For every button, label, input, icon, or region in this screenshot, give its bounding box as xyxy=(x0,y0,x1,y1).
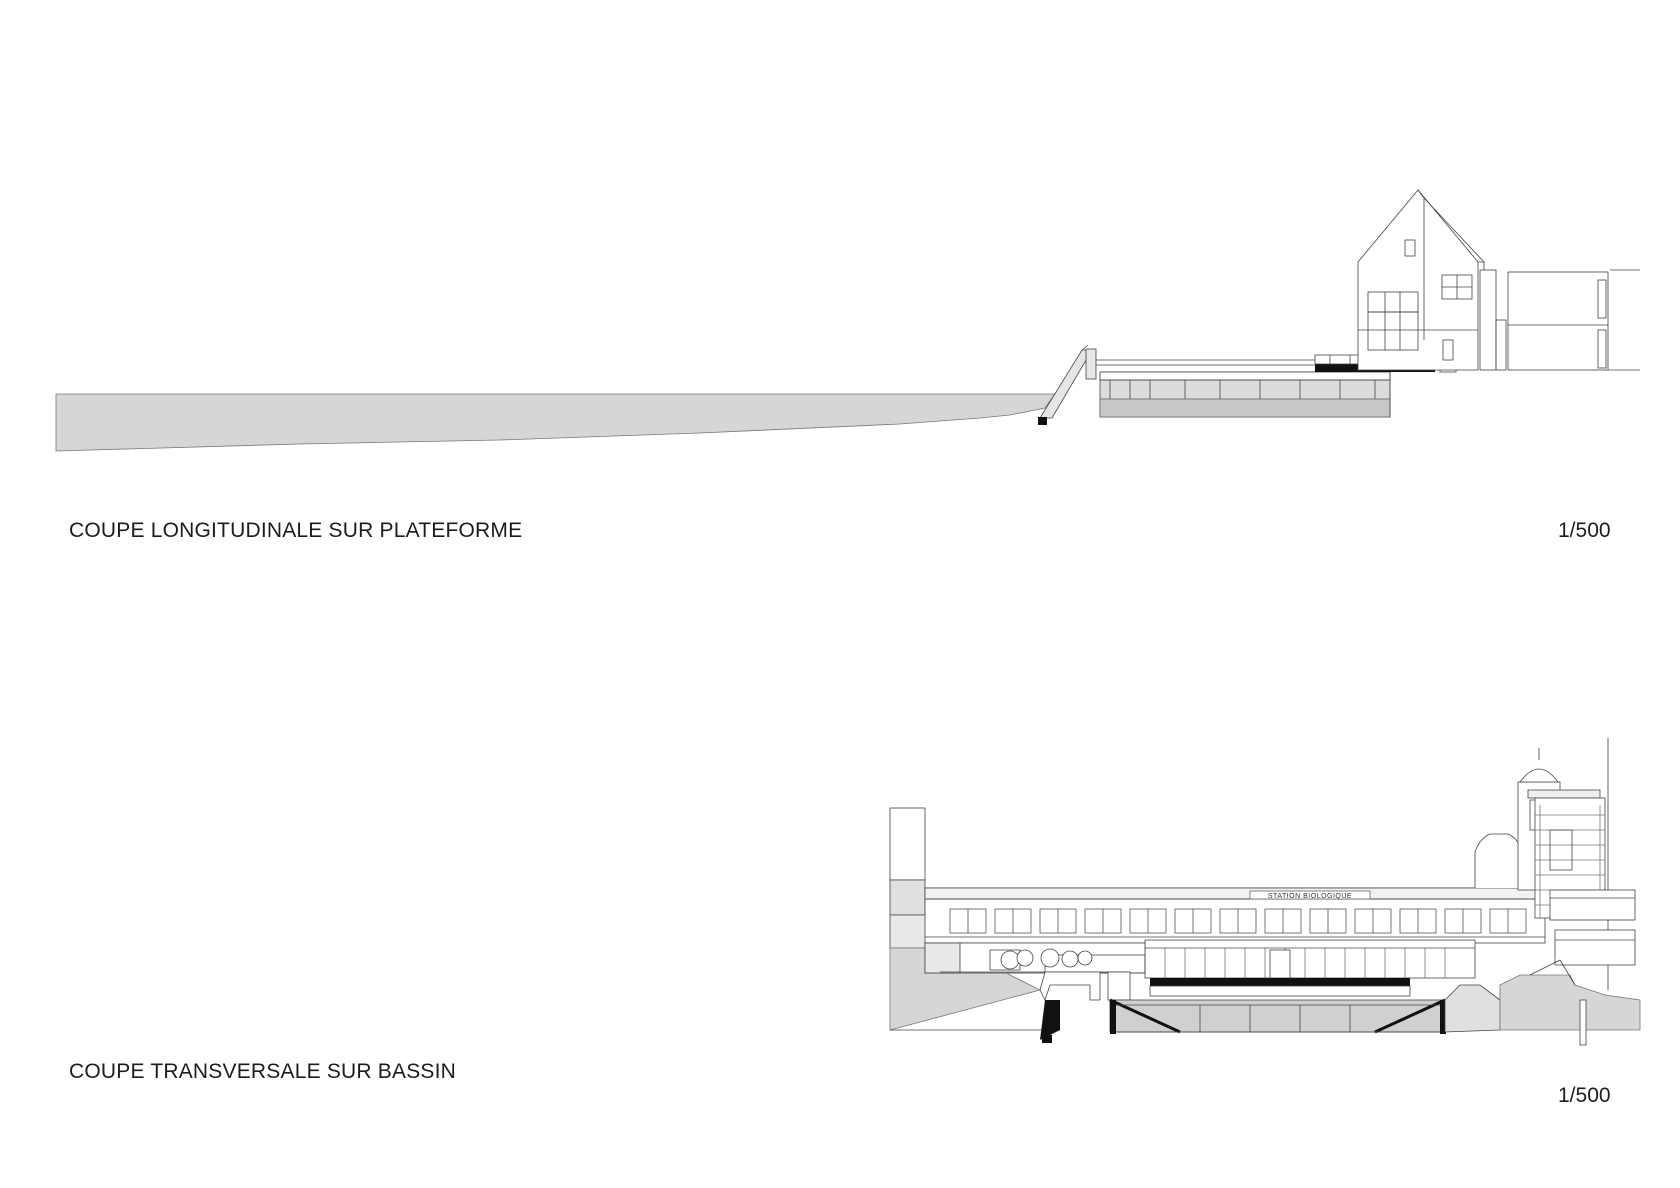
station-building: STATION BIOLOGIQUE xyxy=(924,887,1546,944)
tree-icon xyxy=(1077,950,1093,966)
ramp-footing xyxy=(1038,417,1047,425)
building-sign: STATION BIOLOGIQUE xyxy=(1268,893,1352,900)
transversal-section: STATION BIOLOGIQUE xyxy=(889,738,1641,1046)
left-tall-wall xyxy=(889,807,926,881)
sea-surface xyxy=(55,393,1056,452)
slipway-ramp xyxy=(1039,349,1093,419)
longitudinal-section xyxy=(55,189,1640,452)
basin-left-stairs xyxy=(1040,1000,1060,1040)
basin xyxy=(1039,971,1501,1043)
left-terrain xyxy=(889,879,926,916)
right-terrain xyxy=(1499,959,1641,1046)
tree-icon xyxy=(1040,948,1060,968)
terrace-with-trees xyxy=(924,942,1146,974)
lower-glazed-facade xyxy=(1144,939,1476,979)
platform-structure xyxy=(1096,339,1457,418)
transversal-section-caption: COUPE TRANSVERSALE SUR BASSIN xyxy=(69,1060,457,1083)
tree-icon xyxy=(1000,950,1020,970)
longitudinal-section-scale: 1/500 xyxy=(1558,519,1611,542)
gabled-house xyxy=(1357,189,1507,371)
tree-icon xyxy=(1061,950,1079,968)
transversal-section-scale: 1/500 xyxy=(1558,1084,1611,1107)
right-towers xyxy=(1474,738,1636,990)
tree-icon xyxy=(1016,949,1034,967)
longitudinal-section-caption: COUPE LONGITUDINALE SUR PLATEFORME xyxy=(69,519,523,542)
adjacent-building xyxy=(1507,269,1640,371)
